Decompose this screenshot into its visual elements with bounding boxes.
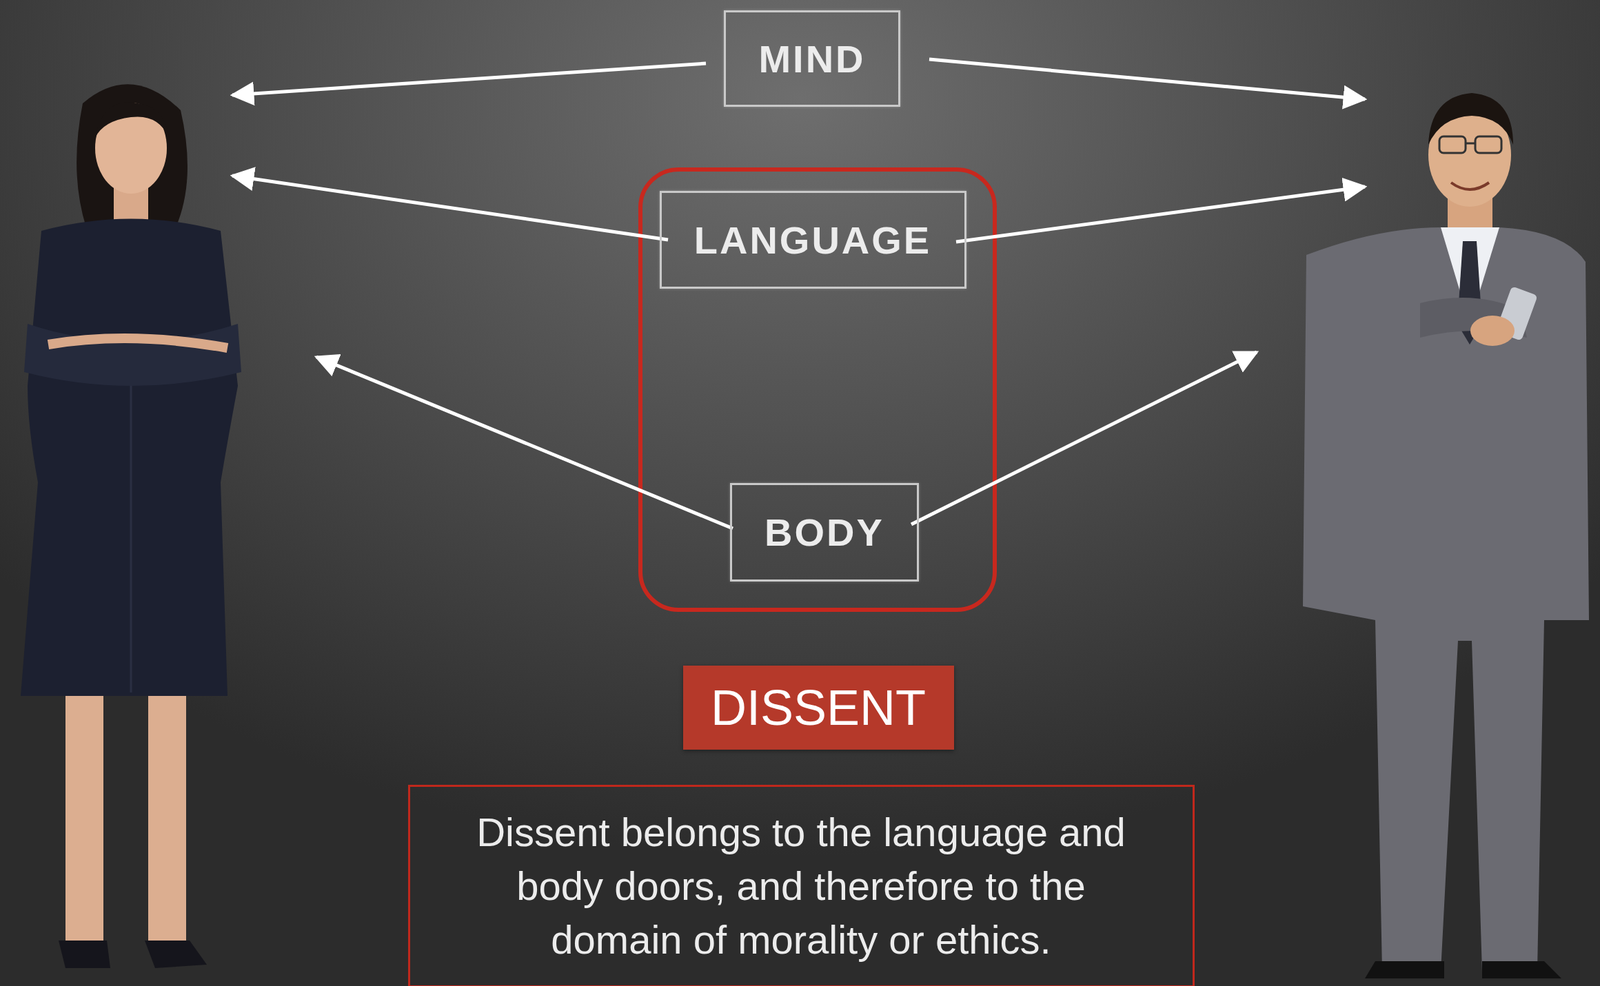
door-box: LANGUAGE [659,190,967,289]
man-figure [1302,93,1589,979]
door-box: BODY [730,483,919,582]
node-text: MIND [758,36,866,82]
node-text: DISSENT [710,679,926,737]
node-text: LANGUAGE [694,217,932,263]
door-box: MIND [723,10,901,107]
heading-box: DISSENT [683,665,955,751]
node-text: Dissent belongs to the language and body… [452,805,1150,968]
arrows [232,59,1365,529]
group-outline [640,169,995,611]
node-text: BODY [764,510,885,555]
woman-figure [20,84,242,969]
caption-box: Dissent belongs to the language and body… [408,785,1195,986]
